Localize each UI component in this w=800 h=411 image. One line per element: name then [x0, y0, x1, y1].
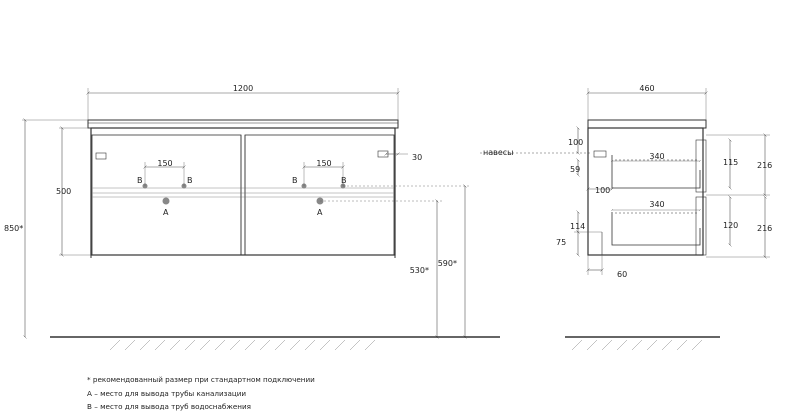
- lower-offset-label: 114: [570, 222, 585, 231]
- drain-pipe-point: [162, 197, 170, 205]
- side-body: [587, 127, 704, 256]
- point-b-label: B: [292, 176, 298, 185]
- upper-drawer-front: [695, 139, 707, 193]
- spacing-right-label: 150: [316, 159, 331, 168]
- lower-drawer-depth-label: 340: [649, 200, 664, 209]
- side-hinge-icon: [593, 150, 607, 158]
- note-recommended: * рекомендованный размер при стандартном…: [87, 375, 315, 384]
- hinge-offset-label: 30: [412, 153, 422, 162]
- point-b-label: B: [187, 176, 193, 185]
- right-door: [244, 134, 395, 256]
- lower-section-label: 216: [757, 224, 772, 233]
- total-height-label: 850*: [4, 224, 23, 233]
- hinge-icon: [95, 152, 107, 160]
- water-height-label: 590*: [438, 259, 457, 268]
- floor-front: [50, 336, 500, 351]
- hinges-label: навесы: [483, 148, 513, 157]
- countertop: [87, 119, 399, 129]
- lower-drawer: [611, 212, 701, 246]
- upper-drawer-height-label: 115: [723, 158, 738, 167]
- side-countertop: [587, 119, 707, 129]
- point-b-label: B: [137, 176, 143, 185]
- left-door: [91, 134, 242, 256]
- body-height-label: 500: [56, 187, 71, 196]
- top-offset-label: 100: [568, 138, 583, 147]
- note-point-a: А – место для вывода трубы канализации: [87, 389, 247, 398]
- front-dimensions: [22, 88, 590, 337]
- side-view: [587, 119, 707, 256]
- lower-drawer-height-label: 120: [723, 221, 738, 230]
- point-a-label: A: [317, 208, 323, 217]
- upper-drawer-depth-label: 340: [649, 152, 664, 161]
- front-view: [87, 119, 399, 258]
- cabinet-body: [90, 127, 396, 256]
- lower-drawer-front: [695, 196, 707, 256]
- point-a-label: A: [163, 208, 169, 217]
- upper-drawer: [611, 155, 701, 189]
- upper-section-label: 216: [757, 161, 772, 170]
- width-label: 1200: [233, 84, 253, 93]
- note-point-b: В – место для вывода труб водоснабжения: [87, 402, 251, 411]
- pipe-points: [142, 183, 346, 205]
- small-offset-label: 59: [570, 165, 580, 174]
- point-b-label: B: [341, 176, 347, 185]
- inner-offset-label: 100: [595, 186, 610, 195]
- drain-height-label: 530*: [410, 266, 429, 275]
- spacing-left-label: 150: [157, 159, 172, 168]
- depth-label: 460: [639, 84, 654, 93]
- floor-side: [565, 336, 720, 351]
- bottom-offset-label: 75: [556, 238, 566, 247]
- toe-label: 60: [617, 270, 627, 279]
- side-dimensions: [574, 88, 770, 275]
